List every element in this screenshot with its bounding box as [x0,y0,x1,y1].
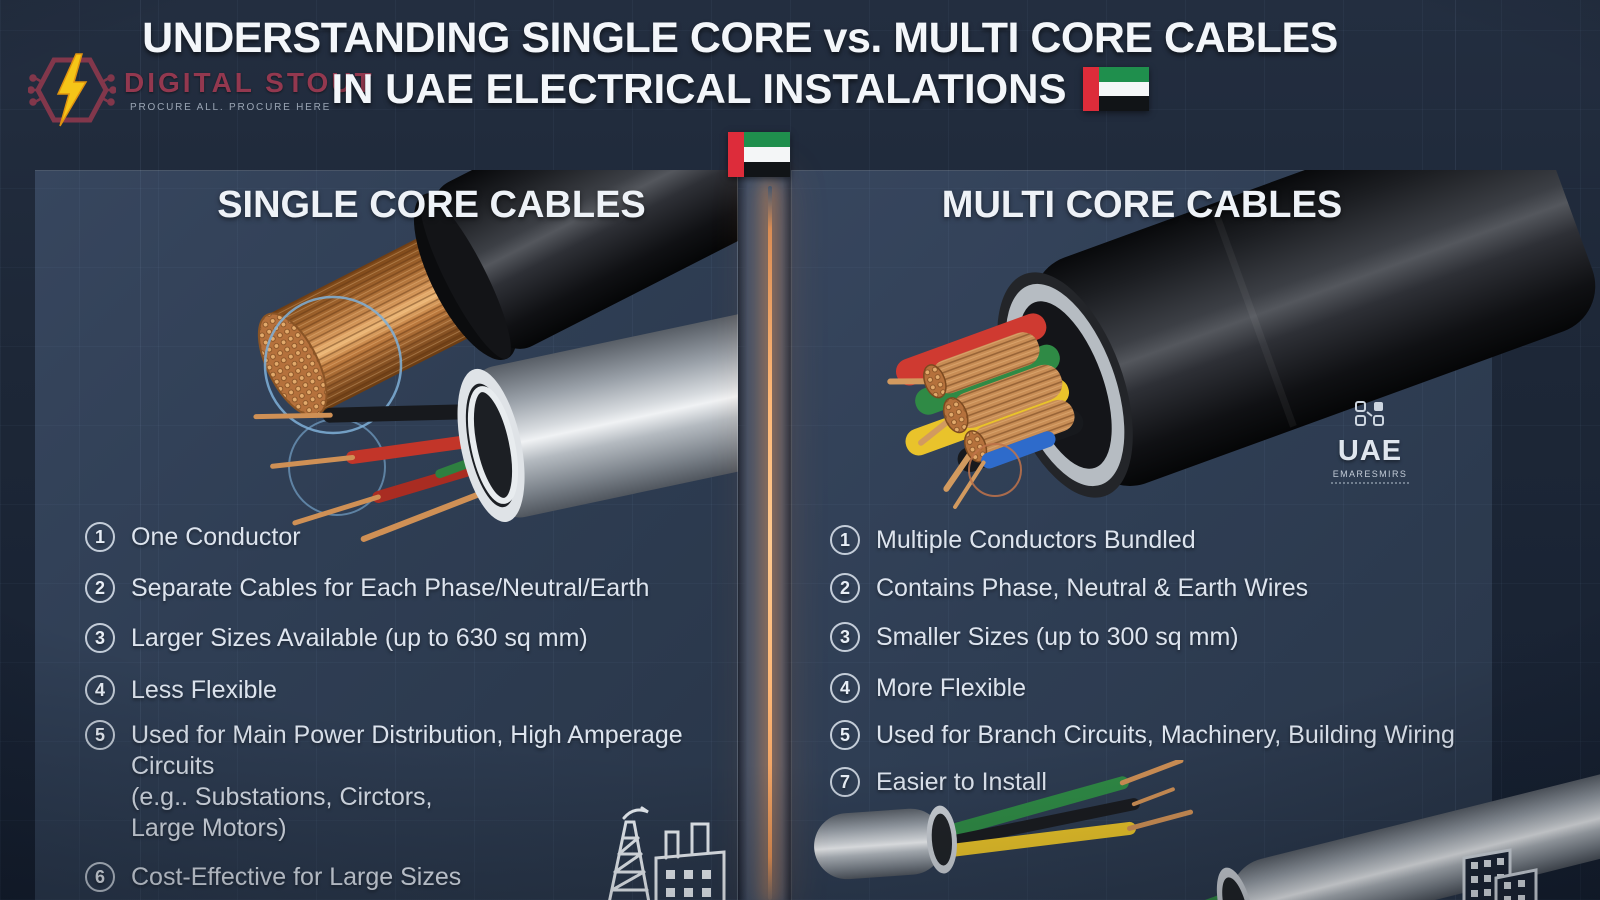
item-text: Easier to Install [876,768,1047,796]
item-number-badge: 3 [85,623,115,653]
item-text: Larger Sizes Available (up to 630 sq mm) [131,624,588,652]
item-text: Less Flexible [131,676,277,704]
uae-flag-icon [1082,67,1149,112]
center-divider [738,170,792,900]
item-text: Cost-Effective for Large Sizes [131,863,462,891]
item-text: Multiple Conductors Bundled [876,526,1196,554]
list-item: 7 Easier to Install [830,767,1047,798]
title-line-1: UNDERSTANDING SINGLE CORE vs. MULTI CORE… [142,14,1338,62]
list-item: 4 More Flexible [830,673,1026,704]
title-line-2-text: IN UAE ELECTRICAL INSTALATIONS [331,65,1067,112]
item-text: Contains Phase, Neutral & Earth Wires [876,574,1309,602]
list-item: 3 Larger Sizes Available (up to 630 sq m… [85,623,588,654]
qr-squares-icon [1355,401,1384,426]
list-item: 3 Smaller Sizes (up to 300 sq mm) [830,622,1239,653]
item-text: Used for Branch Circuits, Machinery, Bui… [876,721,1455,749]
item-number-badge: 2 [85,573,115,603]
poster-title: UNDERSTANDING SINGLE CORE vs. MULTI CORE… [0,12,1480,112]
item-text: Separate Cables for Each Phase/Neutral/E… [131,574,650,602]
item-number-badge: 5 [85,720,115,750]
item-number-badge: 4 [85,675,115,705]
item-number-badge: 1 [85,522,115,552]
list-item: 2 Separate Cables for Each Phase/Neutral… [85,573,649,604]
uae-badge-subtitle: EMARESMIRS [1332,469,1408,479]
uae-watermark-badge: UAE EMARESMIRS [1310,400,1430,484]
item-number-badge: 1 [830,525,860,555]
item-number-badge: 2 [830,573,860,603]
item-number-badge: 5 [830,720,860,750]
item-text: Smaller Sizes (up to 300 sq mm) [876,623,1239,651]
divider-edge-line [737,170,738,900]
uae-flag-icon-center [728,132,790,177]
item-number-badge: 4 [830,673,860,703]
divider-orange-glow-line [768,186,772,900]
multi-core-heading: MULTI CORE CABLES [941,184,1343,226]
title-line-2: IN UAE ELECTRICAL INSTALATIONS [0,66,1480,112]
list-item: 5 Used for Main Power Distribution, High… [85,720,683,844]
list-item: 1 Multiple Conductors Bundled [830,525,1196,556]
item-number-badge: 3 [830,622,860,652]
uae-badge-title: UAE [1337,435,1403,467]
list-item: 1 One Conductor [85,522,301,553]
single-core-heading: SINGLE CORE CABLES [217,184,646,226]
item-text: Used for Main Power Distribution, High A… [131,721,683,842]
item-number-badge: 6 [85,862,115,892]
list-item: 5 Used for Branch Circuits, Machinery, B… [830,720,1455,751]
item-text: More Flexible [876,674,1027,702]
uae-badge-rule [1331,482,1409,484]
list-item: 6 Cost-Effective for Large Sizes [85,862,461,893]
list-item: 2 Contains Phase, Neutral & Earth Wires [830,573,1308,604]
divider-edge-line [791,170,792,900]
list-item: 4 Less Flexible [85,675,277,706]
item-text: One Conductor [131,523,301,551]
item-number-badge: 7 [830,767,860,797]
